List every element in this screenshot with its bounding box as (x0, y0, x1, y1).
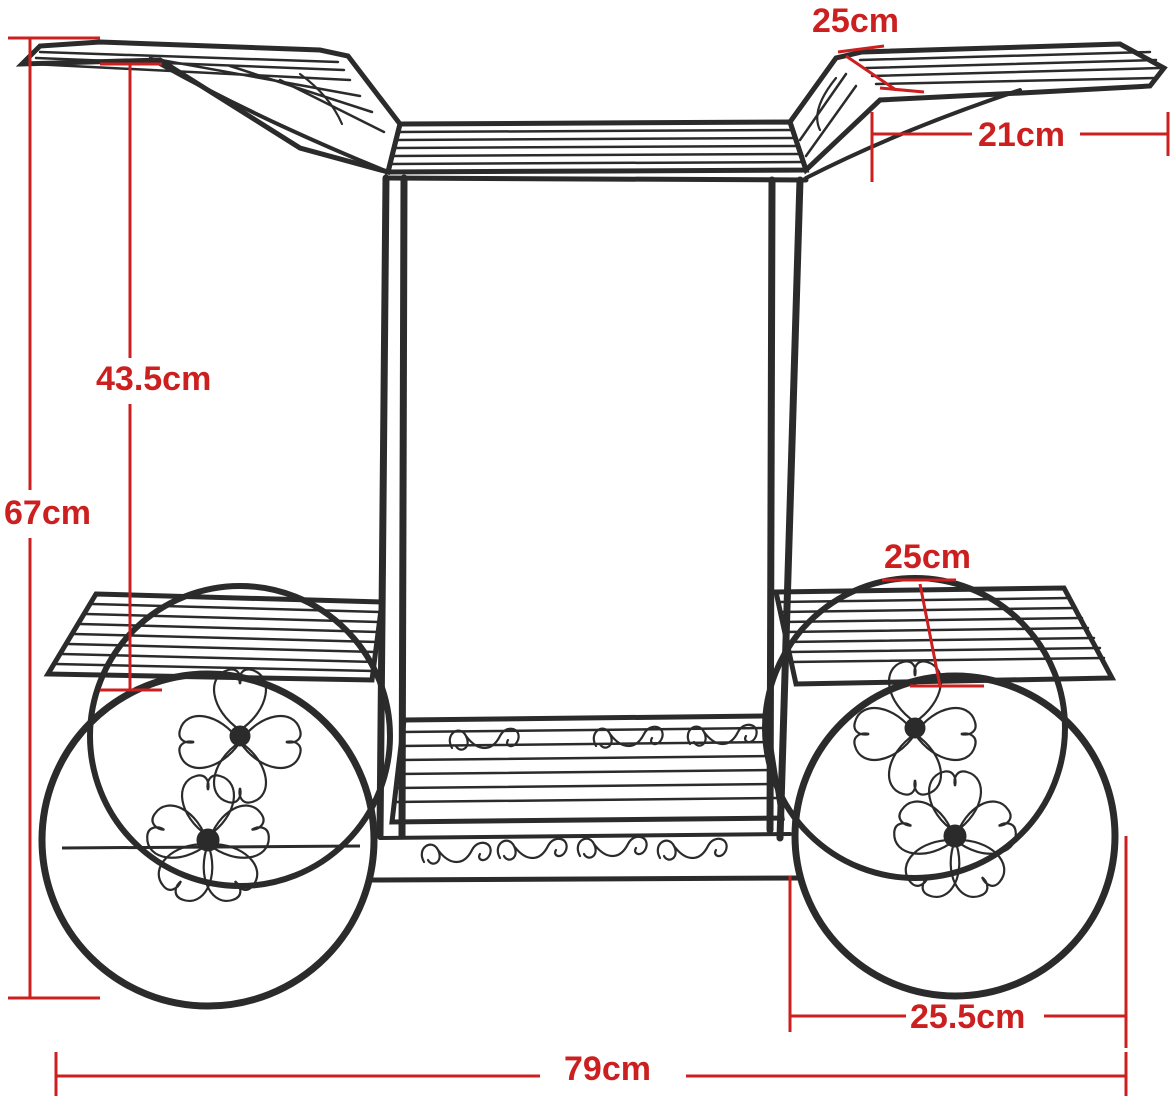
lower-shelf-depth-label: 25cm (880, 540, 975, 574)
front-right-post (776, 176, 804, 842)
front-right-wheel (791, 672, 1119, 1000)
cart-frame (15, 39, 1168, 883)
top-left-shelf (15, 39, 403, 176)
top-center-shelf (383, 119, 810, 183)
rear-right-wheel (762, 575, 1068, 881)
dimension-lines (8, 36, 1170, 1096)
front-left-wheel (38, 670, 378, 1010)
rear-left-wheel (87, 583, 393, 889)
top-height-label: 43.5cm (92, 362, 216, 396)
right-middle-shelf (772, 585, 1117, 687)
rear-right-post (766, 176, 776, 834)
top-shelf-depth-label: 25cm (808, 4, 903, 38)
top-shelf-width-label: 21cm (974, 118, 1069, 152)
wheels (38, 575, 1119, 1010)
top-right-shelf (787, 41, 1168, 180)
wheel-width-label: 25.5cm (906, 1000, 1030, 1034)
bottom-rail (367, 875, 803, 883)
total-width-label: 79cm (560, 1052, 655, 1086)
total-height-label: 67cm (0, 496, 95, 530)
bottom-center-shelf (389, 713, 785, 825)
left-middle-shelf (43, 591, 385, 683)
front-left-post (376, 174, 390, 840)
